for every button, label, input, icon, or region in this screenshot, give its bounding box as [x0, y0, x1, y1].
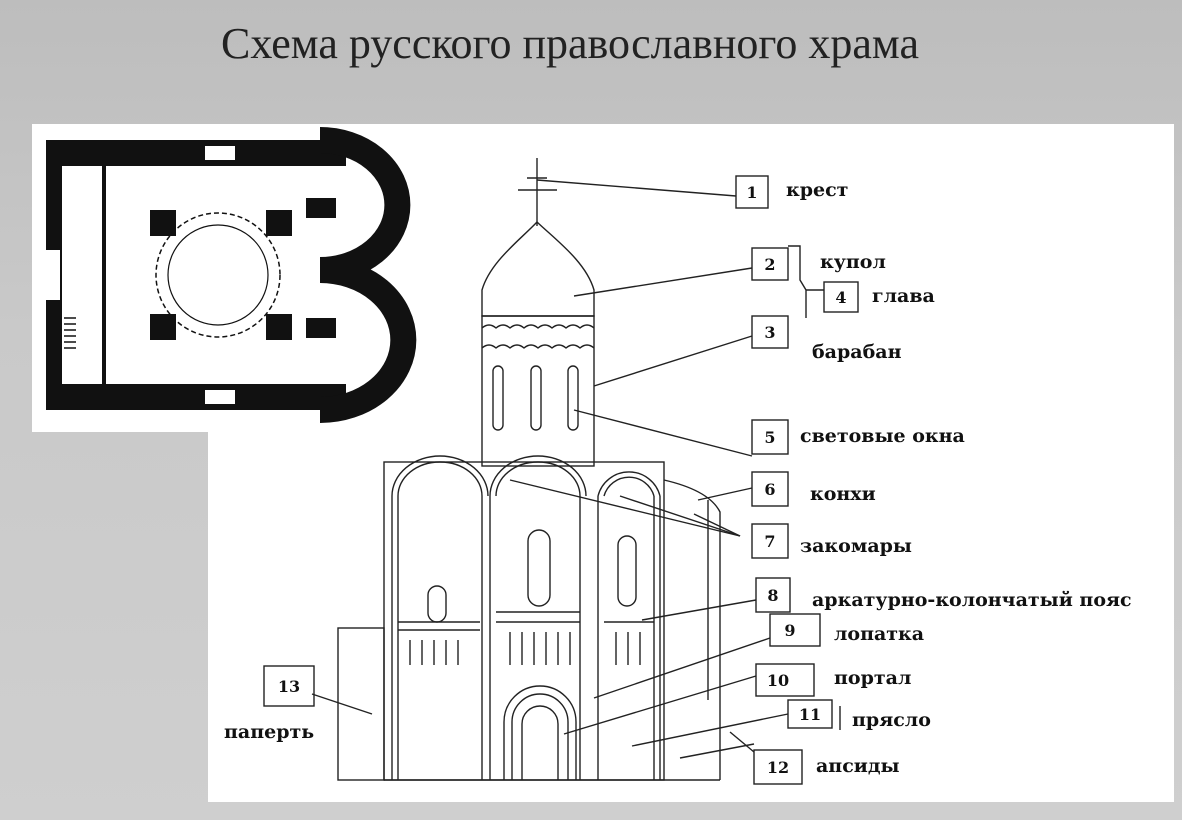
label-5: 5 световые окна — [751, 419, 965, 455]
label-8-num: 8 — [767, 586, 778, 605]
label-9-text: лопатка — [834, 623, 924, 645]
page-title: Схема русского православного храма — [221, 19, 919, 68]
label-13: 13 паперть — [224, 665, 315, 743]
label-3-num: 3 — [764, 323, 775, 342]
church-elevation — [337, 158, 721, 781]
label-11-text: прясло — [852, 709, 931, 731]
label-11: 11 прясло — [787, 699, 931, 731]
label-4-text: глава — [872, 285, 935, 307]
label-13-num: 13 — [278, 677, 300, 696]
floor-plan — [46, 127, 417, 423]
label-4-num: 4 — [835, 288, 846, 307]
label-1-num: 1 — [746, 183, 757, 202]
label-7: 7 закомары — [751, 523, 912, 559]
label-12-text: апсиды — [816, 755, 900, 777]
label-1: 1 крест — [735, 175, 848, 209]
label-2-text: купол — [820, 251, 886, 273]
label-2-num: 2 — [764, 255, 775, 274]
leader-lines — [311, 179, 824, 759]
label-13-text: паперть — [224, 721, 314, 743]
label-6-text: конхи — [810, 483, 876, 505]
label-7-text: закомары — [800, 535, 912, 557]
label-2: 2 купол — [751, 247, 886, 281]
label-8-text: аркатурно-колончатый пояс — [812, 589, 1132, 611]
diagram-sheet — [208, 124, 1174, 802]
label-9-num: 9 — [784, 621, 795, 640]
label-1-text: крест — [786, 179, 848, 201]
label-8: 8 аркатурно-колончатый пояс — [755, 577, 1132, 613]
label-3-text: барабан — [812, 341, 902, 363]
label-4: 4 глава — [823, 281, 935, 313]
label-7-num: 7 — [764, 532, 775, 551]
label-10: 10 портал — [755, 663, 911, 697]
label-3: 3 барабан — [751, 315, 902, 363]
label-6: 6 конхи — [751, 471, 876, 507]
label-6-num: 6 — [764, 480, 775, 499]
label-5-text: световые окна — [800, 425, 965, 447]
label-10-text: портал — [834, 667, 911, 689]
label-5-num: 5 — [764, 428, 775, 447]
label-9: 9 лопатка — [769, 613, 924, 647]
label-11-num: 11 — [799, 705, 821, 724]
label-10-num: 10 — [767, 671, 789, 690]
label-12: 12 апсиды — [753, 749, 900, 785]
label-12-num: 12 — [767, 758, 789, 777]
